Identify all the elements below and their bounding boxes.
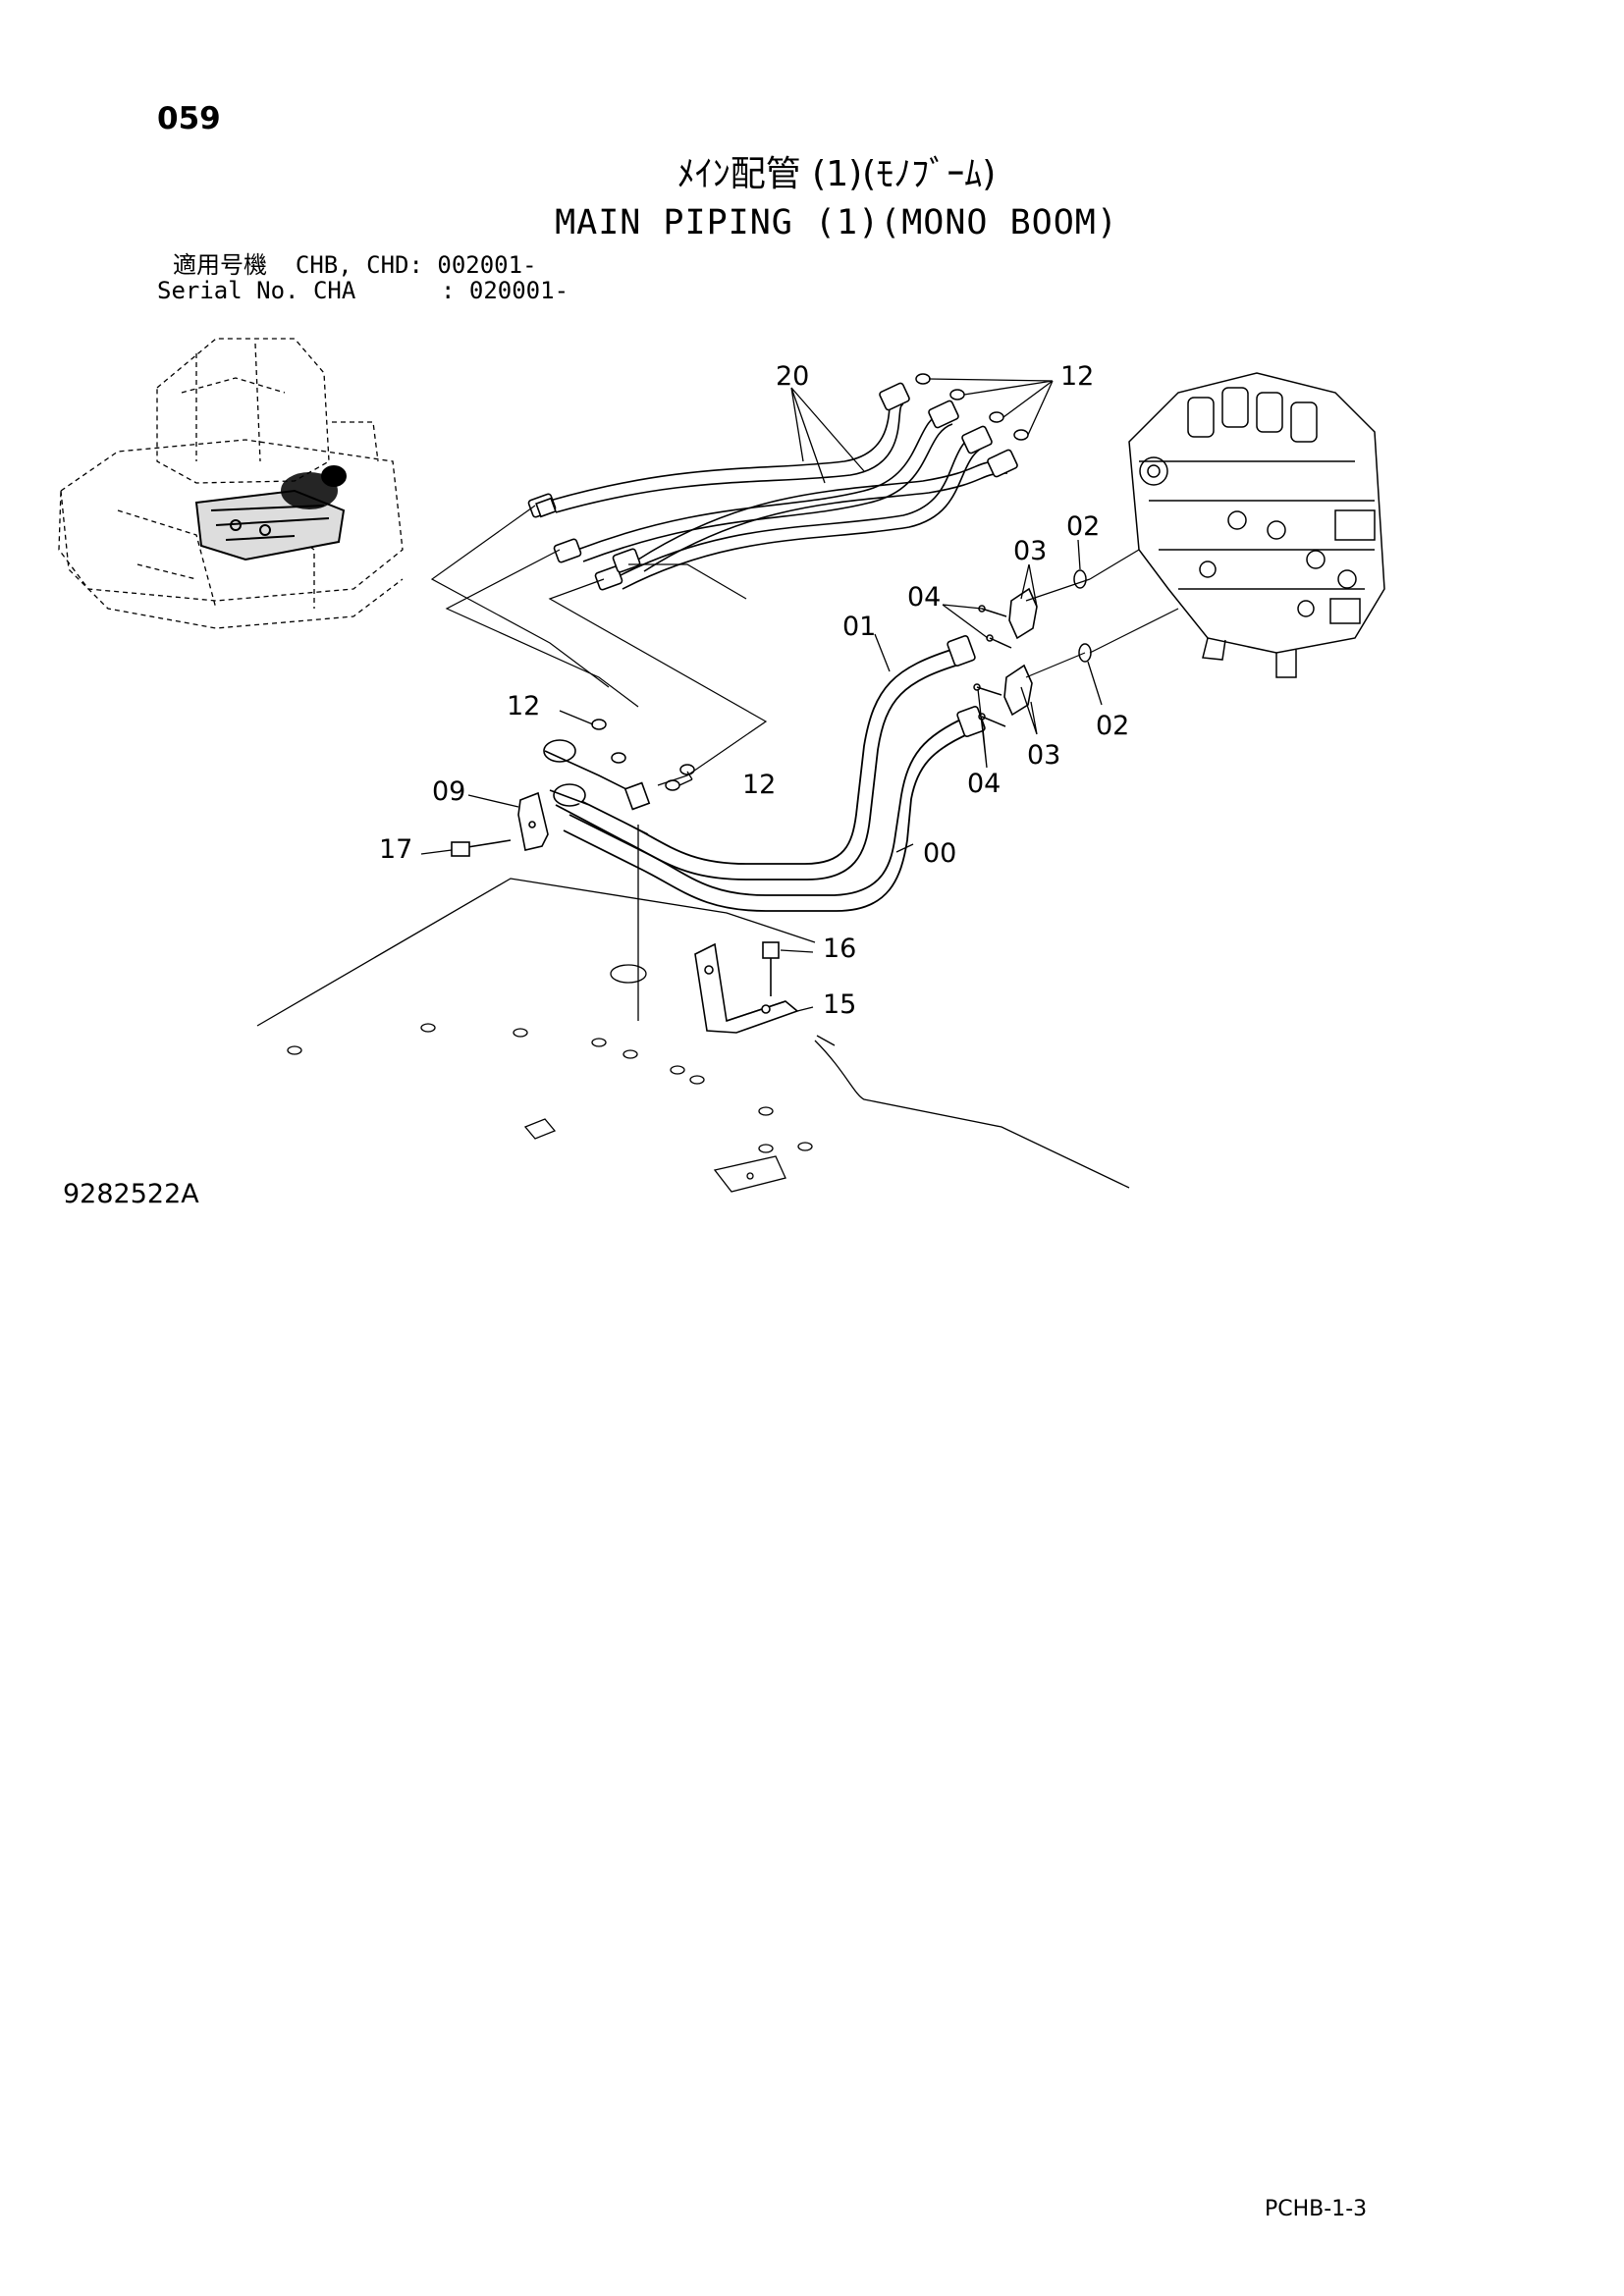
floor-plate <box>256 825 1130 1193</box>
callout-12-left: 12 <box>507 691 540 721</box>
hose-assemblies <box>549 392 1008 590</box>
pipe-flange-ends <box>543 635 986 835</box>
callout-labels: 20 12 02 03 04 01 02 03 04 12 12 09 17 0… <box>379 361 1129 1020</box>
callout-03-lower: 03 <box>1027 740 1060 771</box>
pipe-01 <box>555 647 963 881</box>
bracket-15 <box>694 942 799 1034</box>
pipe-00 <box>563 716 973 912</box>
split-flanges <box>1003 587 1038 717</box>
clamp-09 <box>517 791 549 851</box>
callout-02-upper: 02 <box>1066 511 1100 542</box>
applicable-models: 適用号機 CHB, CHD: 002001- <box>173 251 537 279</box>
callout-16: 16 <box>823 934 856 964</box>
excavator-location-thumbnail <box>58 338 404 629</box>
bolt-16 <box>762 941 780 996</box>
title-english: MAIN PIPING (1)(MONO BOOM) <box>555 203 1118 242</box>
o-rings-top <box>915 373 1029 441</box>
figure-number: 9282522A <box>63 1179 199 1209</box>
serial-numbers: Serial No. CHA : 020001- <box>157 277 569 304</box>
title-japanese: ﾒｲﾝ配管 (1)(ﾓﾉﾌﾞｰﾑ) <box>677 154 997 194</box>
control-valve <box>1128 372 1385 678</box>
page-code: PCHB-1-3 <box>1265 2197 1368 2221</box>
callout-20: 20 <box>776 361 809 392</box>
phantom-lines <box>430 505 1179 786</box>
page-number: 059 <box>157 101 221 136</box>
callout-00: 00 <box>923 838 956 869</box>
callout-04-upper: 04 <box>907 582 941 613</box>
hose-end-fittings <box>527 382 1018 591</box>
parts-diagram: 20 12 02 03 04 01 02 03 04 12 12 09 17 0… <box>58 338 1385 1193</box>
callout-17: 17 <box>379 834 412 865</box>
callout-12-top: 12 <box>1060 361 1094 392</box>
callout-15: 15 <box>823 989 856 1020</box>
callout-01: 01 <box>842 612 876 642</box>
callout-03-upper: 03 <box>1013 536 1047 566</box>
callout-04-lower: 04 <box>967 769 1001 799</box>
leader-lines <box>420 378 1103 1012</box>
thumbnail-highlight-piping <box>194 465 347 561</box>
bolt-17 <box>451 839 512 857</box>
callout-09: 09 <box>432 776 465 807</box>
callout-02-lower: 02 <box>1096 711 1129 741</box>
callout-12-mid: 12 <box>742 770 776 800</box>
